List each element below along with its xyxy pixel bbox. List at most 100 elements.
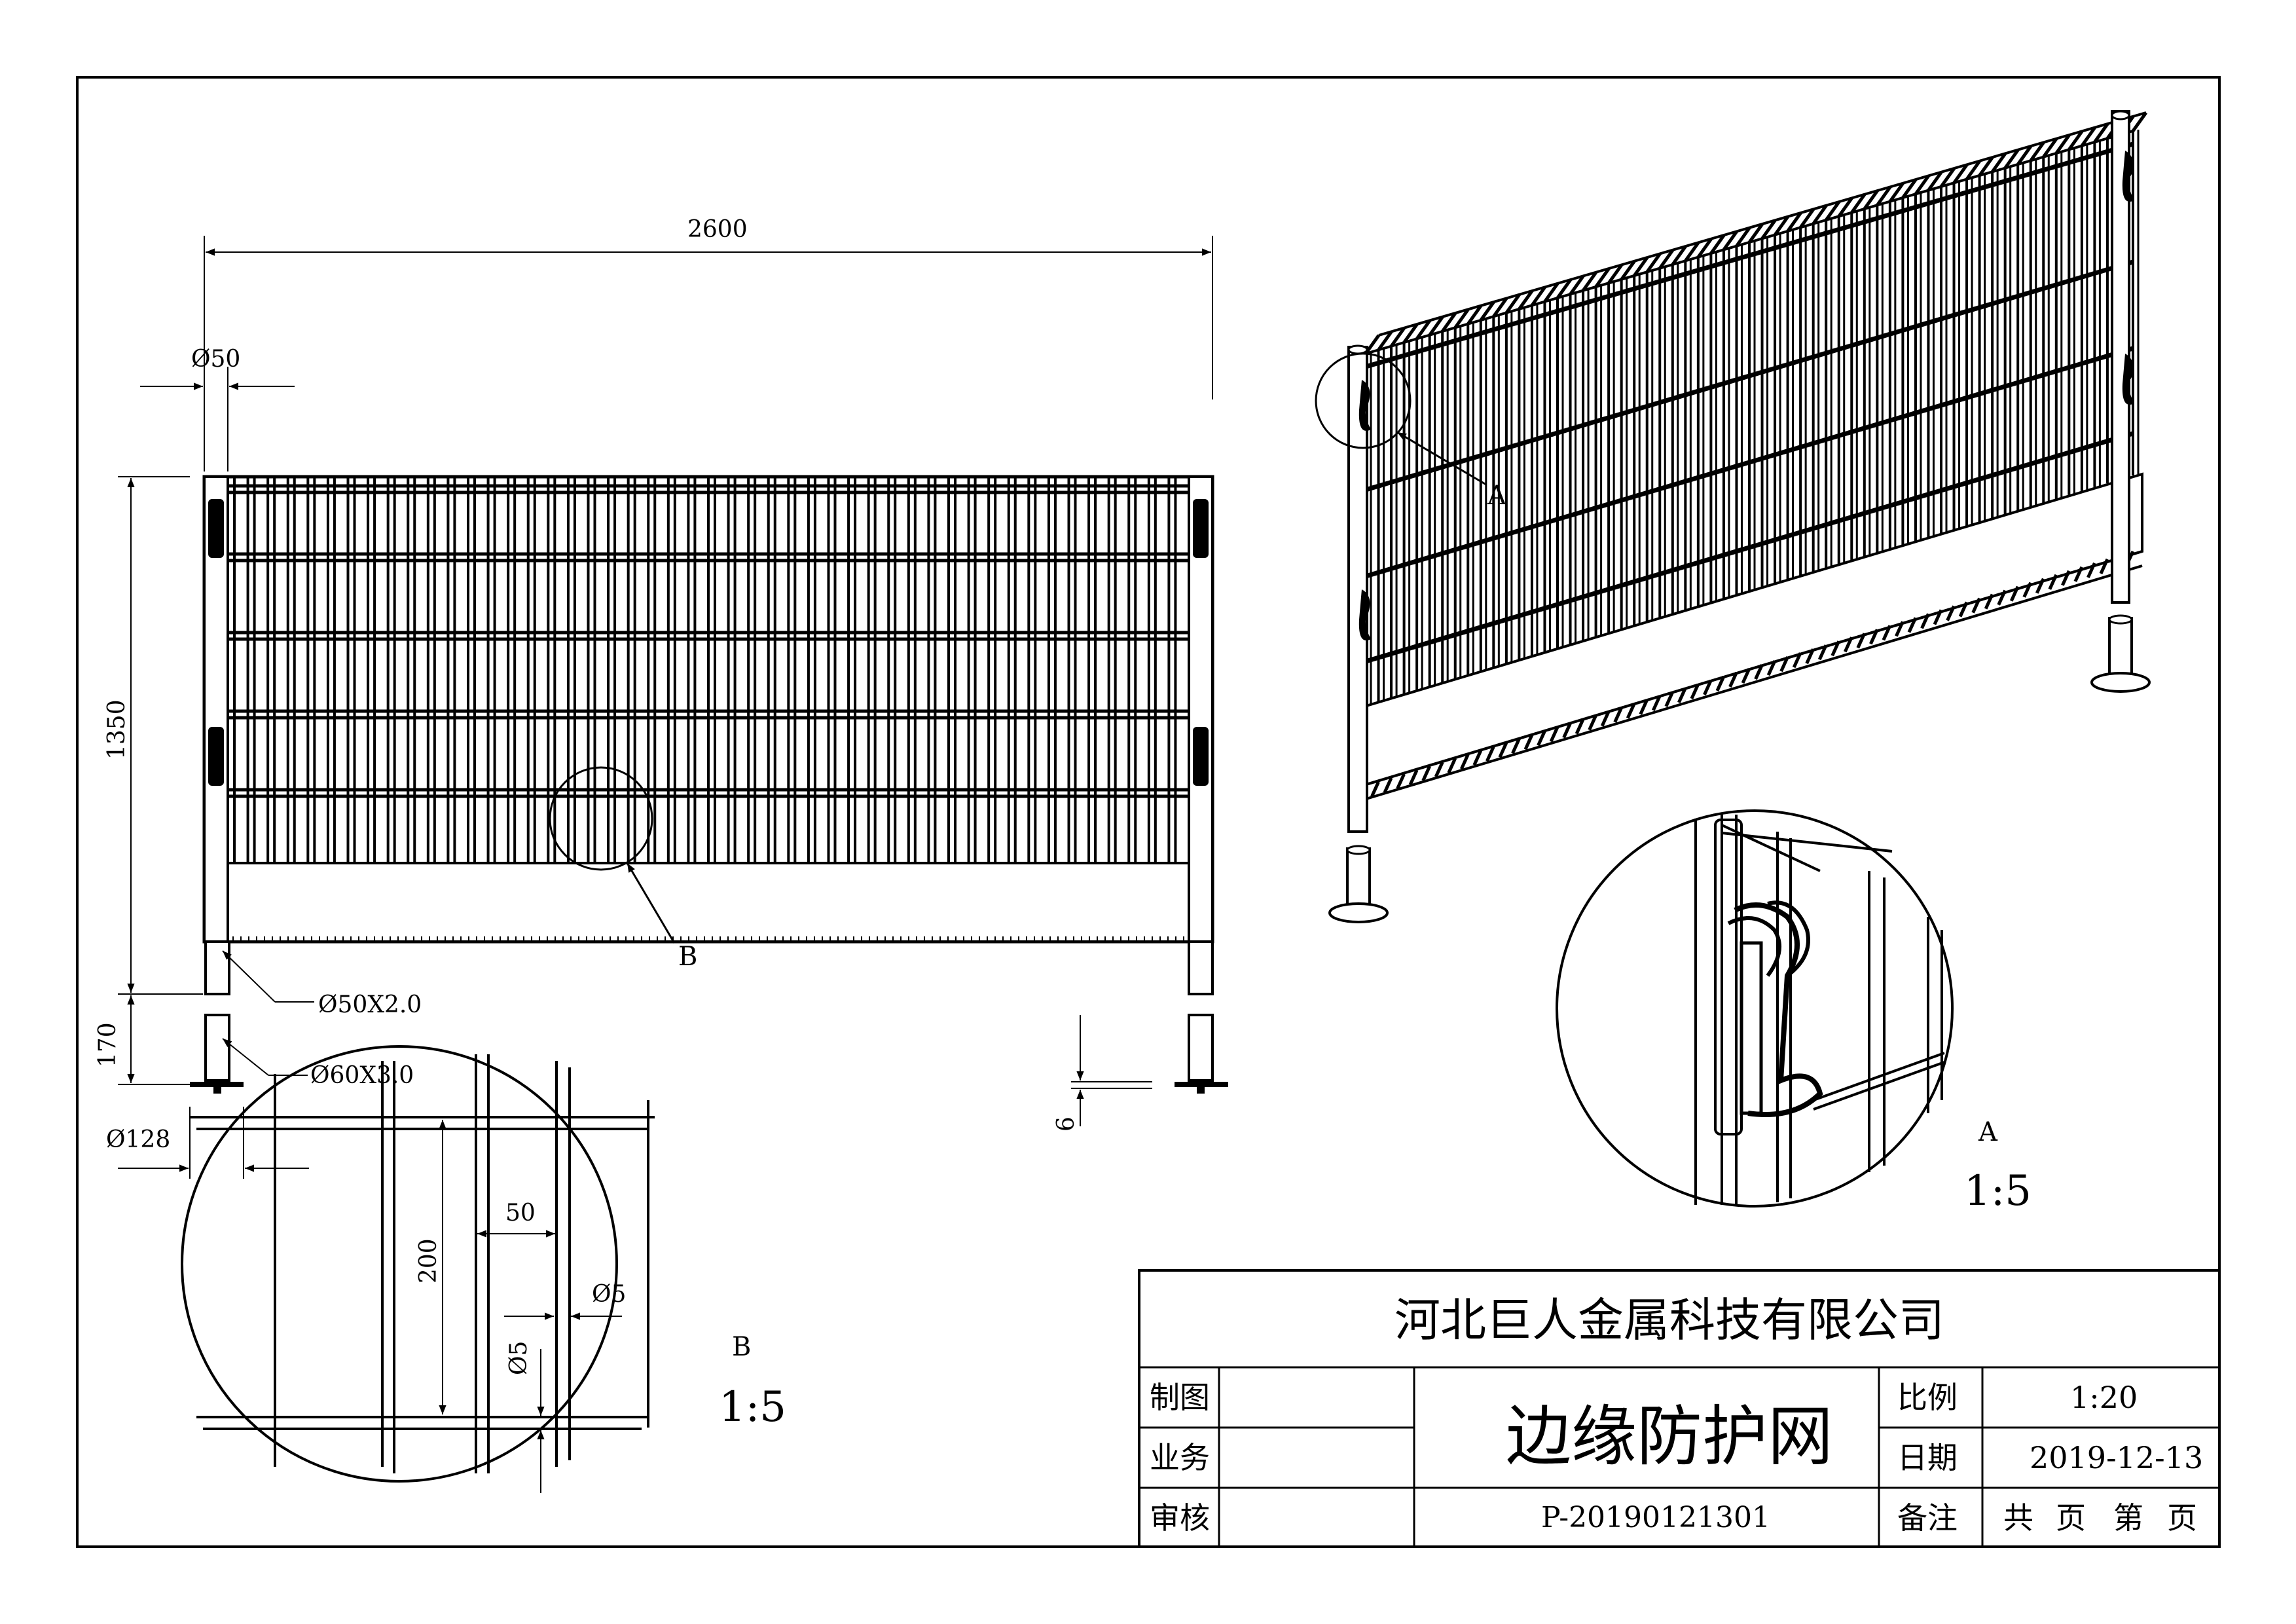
iso-bottom-tooth bbox=[1651, 695, 1662, 711]
iso-bottom-tooth bbox=[2073, 566, 2084, 582]
iso-top-tooth bbox=[2054, 134, 2071, 155]
detail-b: 200 50 Ø5 Ø5 B 1:5 bbox=[181, 1045, 786, 1493]
iso-bottom-tooth bbox=[2009, 585, 2020, 602]
dim-wire-h-label: Ø5 bbox=[592, 1281, 626, 1308]
leg-left bbox=[204, 940, 230, 995]
iso-post-cap-right bbox=[2111, 110, 2130, 120]
detail-a-leader bbox=[1396, 431, 1487, 486]
iso-horizontal-wire bbox=[1365, 141, 2134, 369]
detail-a-hook bbox=[1727, 900, 1823, 1117]
dim-mesh-height-label: 200 bbox=[415, 1238, 442, 1283]
iso-bottom-tooth bbox=[1626, 703, 1636, 719]
iso-top-tooth bbox=[1556, 278, 1573, 299]
iso-bottom-tooth bbox=[1882, 625, 1892, 641]
detail-b-callout-circle bbox=[549, 766, 653, 871]
tb-scale-label: 比例 bbox=[1897, 1380, 1958, 1415]
iso-top-tooth bbox=[1799, 208, 1815, 229]
iso-top-tooth bbox=[1709, 234, 1726, 255]
iso-horizontal-wire bbox=[1365, 346, 2134, 579]
iso-top-tooth bbox=[1786, 212, 1802, 232]
iso-bottom-tooth bbox=[1856, 633, 1867, 649]
tb-sheet-total: 共 bbox=[2003, 1500, 2033, 1536]
iso-clip-right-lower bbox=[2122, 354, 2134, 405]
iso-top-tooth bbox=[1671, 245, 1687, 266]
clip-left-lower bbox=[208, 727, 224, 786]
iso-bottom-tooth bbox=[1933, 609, 1943, 625]
iso-top-teeth bbox=[1364, 111, 2148, 355]
iso-bottom-tooth bbox=[1843, 637, 1853, 653]
dim-gap-label: 170 bbox=[94, 1022, 121, 1067]
iso-bottom-tooth bbox=[1831, 640, 1841, 657]
iso-bottom-tooth bbox=[1958, 601, 1969, 618]
iso-top-tooth bbox=[2080, 126, 2096, 147]
iso-top-tooth bbox=[1569, 274, 1585, 295]
iso-top-tooth bbox=[1415, 319, 1432, 340]
iso-top-tooth bbox=[1760, 219, 1777, 240]
iso-base-tube-left bbox=[1346, 847, 1371, 913]
iso-bottom-tooth bbox=[1703, 679, 1713, 695]
detail-a-circle bbox=[1556, 809, 1954, 1208]
iso-bottom-tooth bbox=[1383, 777, 1393, 794]
iso-bottom-tooth bbox=[1421, 766, 1431, 782]
iso-base-plate-left bbox=[1328, 902, 1389, 923]
iso-bottom-tooth bbox=[1805, 648, 1815, 665]
iso-bottom-tooth bbox=[1715, 675, 1726, 692]
dim-height-label: 1350 bbox=[103, 699, 130, 760]
detail-a-scale: 1:5 bbox=[1964, 1167, 2032, 1215]
isometric-view: A bbox=[1315, 110, 2151, 923]
clip-right-lower bbox=[1193, 727, 1209, 786]
iso-bottom-tooth bbox=[2048, 574, 2058, 590]
tb-page-unit-1: 页 bbox=[2056, 1500, 2086, 1536]
iso-top-tooth bbox=[2016, 145, 2033, 166]
iso-post-cap-left bbox=[1347, 344, 1368, 355]
iso-top-tooth bbox=[1518, 289, 1534, 310]
iso-bottom-tooth bbox=[1447, 758, 1457, 774]
base-tube-spec-label: Ø60X3.0 bbox=[310, 1062, 414, 1089]
iso-vertical-wires bbox=[1364, 130, 2140, 709]
iso-top-tooth bbox=[1620, 260, 1636, 281]
iso-top-tooth bbox=[2131, 111, 2148, 132]
detail-b-circle bbox=[181, 1045, 618, 1483]
iso-bottom-rail bbox=[1361, 550, 2143, 787]
iso-bottom-tooth bbox=[1766, 660, 1777, 676]
iso-post-left bbox=[1347, 346, 1368, 833]
iso-base-tube-top-left bbox=[1346, 845, 1371, 855]
iso-top-tooth bbox=[1658, 249, 1675, 270]
tb-business-label: 业务 bbox=[1150, 1440, 1210, 1475]
tb-sheet-no: 第 bbox=[2113, 1500, 2143, 1536]
iso-bottom-tooth bbox=[2061, 570, 2071, 586]
iso-bottom-tooth bbox=[1511, 738, 1521, 754]
iso-top-tooth bbox=[1453, 308, 1470, 329]
iso-top-tooth bbox=[1888, 182, 1904, 203]
iso-top-tooth bbox=[2029, 141, 2045, 162]
iso-horizontal-wire bbox=[1365, 431, 2134, 664]
iso-top-tooth bbox=[1492, 297, 1508, 318]
post-spec-label: Ø50X2.0 bbox=[318, 991, 422, 1018]
detail-b-scale: 1:5 bbox=[719, 1383, 786, 1431]
iso-bottom-tooth bbox=[1997, 589, 2007, 606]
iso-bottom-tooth bbox=[1677, 687, 1687, 703]
dim-length-label: 2600 bbox=[687, 216, 748, 243]
iso-top-tooth bbox=[1850, 193, 1867, 214]
iso-bottom-tooth bbox=[1817, 644, 1828, 661]
detail-a-label: A bbox=[1978, 1117, 1998, 1147]
iso-top-tooth bbox=[1684, 241, 1700, 262]
iso-base-tube-right bbox=[2108, 617, 2133, 682]
iso-clip-right-upper bbox=[2122, 151, 2134, 202]
iso-bottom-tooth bbox=[1728, 671, 1738, 688]
iso-top-tooth bbox=[1633, 256, 1649, 277]
iso-base-tube-top-right bbox=[2108, 614, 2133, 625]
iso-horizontal-wire bbox=[1365, 259, 2134, 492]
iso-bottom-tooth bbox=[1946, 605, 1956, 621]
iso-bottom-tooth bbox=[1779, 656, 1789, 673]
tb-review-label: 审核 bbox=[1150, 1500, 1210, 1536]
iso-top-tooth bbox=[1965, 160, 1982, 181]
iso-top-tooth bbox=[1747, 223, 1764, 244]
iso-top-tooth bbox=[1377, 330, 1393, 351]
iso-bottom-tooth bbox=[2022, 581, 2033, 598]
title-block: 河北巨人金属科技有限公司 制图 业务 审核 边缘防护网 P-2019012130… bbox=[1138, 1269, 2221, 1548]
tb-title: 边缘防护网 bbox=[1506, 1398, 1833, 1475]
iso-top-tooth bbox=[2042, 138, 2058, 158]
iso-top-tooth bbox=[1390, 327, 1406, 348]
iso-bottom-tooth bbox=[1971, 597, 1981, 614]
